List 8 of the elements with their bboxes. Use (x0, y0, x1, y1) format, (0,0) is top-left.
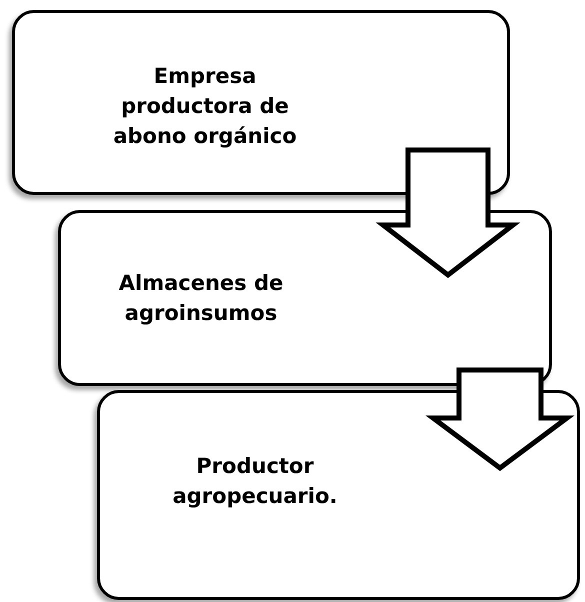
process-box (58, 210, 552, 386)
box-label: Empresa productora de abono orgánico (112, 63, 298, 150)
box-label: Productor agropecuario. (172, 453, 338, 510)
block-arrow (425, 368, 575, 472)
box-label: Almacenes de agroinsumos (118, 270, 284, 327)
process-box (12, 10, 510, 195)
process-box (97, 390, 580, 600)
block-arrow (376, 148, 520, 278)
